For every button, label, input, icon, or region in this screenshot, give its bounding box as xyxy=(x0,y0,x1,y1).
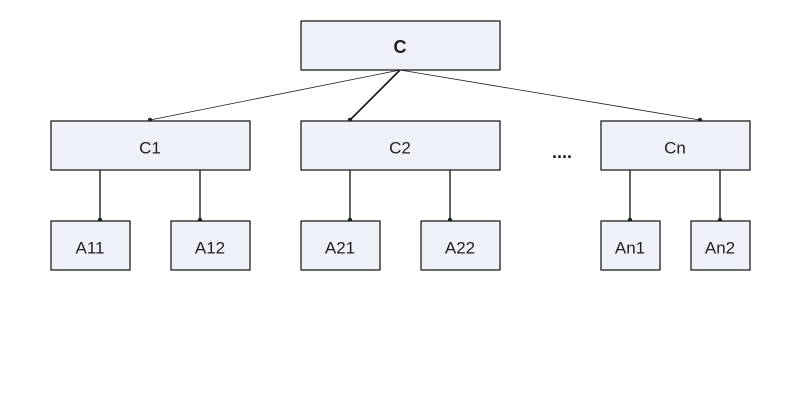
node-label: A11 xyxy=(76,239,105,258)
node-cn: Cn xyxy=(600,120,751,171)
node-box xyxy=(420,220,501,271)
node-box xyxy=(50,220,131,271)
node-label: Cn xyxy=(664,139,686,158)
node-a11: A11 xyxy=(50,220,131,271)
node-c1: C1 xyxy=(50,120,251,171)
node-box xyxy=(300,220,381,271)
node-label: C1 xyxy=(139,139,161,158)
node-label: An2 xyxy=(705,239,735,258)
edge-c-c2 xyxy=(349,69,401,121)
node-label: An1 xyxy=(615,239,645,258)
node-c: C xyxy=(300,20,501,71)
node-label: A21 xyxy=(325,239,355,258)
node-a21: A21 xyxy=(300,220,381,271)
node-c2: C2 xyxy=(300,120,501,171)
node-an1: An1 xyxy=(600,220,661,271)
ellipsis-marker: .... xyxy=(552,142,572,162)
node-box xyxy=(600,120,751,171)
node-box xyxy=(600,220,661,271)
node-label: C xyxy=(394,37,407,57)
node-box xyxy=(300,20,501,71)
edge-c-cn xyxy=(399,69,701,121)
node-an2: An2 xyxy=(690,220,751,271)
node-a22: A22 xyxy=(420,220,501,271)
node-label: A22 xyxy=(445,239,475,258)
node-box xyxy=(690,220,751,271)
node-box xyxy=(50,120,251,171)
node-a12: A12 xyxy=(170,220,251,271)
node-box xyxy=(170,220,251,271)
node-label: C2 xyxy=(389,139,411,158)
edge-c-c1 xyxy=(149,69,401,121)
node-label: A12 xyxy=(195,239,225,258)
node-box xyxy=(300,120,501,171)
